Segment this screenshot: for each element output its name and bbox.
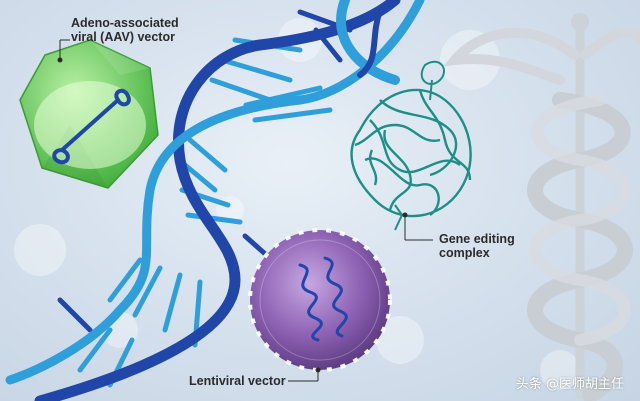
lentivirus-particle-icon (248, 228, 392, 382)
aav-label: Adeno-associated viral (AAV) vector (71, 16, 179, 44)
caduceus-icon (443, 13, 640, 401)
gene-editing-protein-icon (350, 60, 472, 231)
lentiviral-label: Lentiviral vector (189, 374, 286, 388)
aav-label-line-2: viral (AAV) vector (71, 30, 175, 44)
gene-label-line-1: Gene editing (439, 232, 515, 246)
aav-capsid-icon (19, 39, 159, 189)
watermark-text: 头条 @医师胡主任 (515, 377, 624, 392)
gene-callout-line (402, 212, 433, 241)
gene-editing-label: Gene editing complex (439, 232, 515, 260)
aav-label-line-1: Adeno-associated (71, 16, 179, 30)
dna-double-helix-icon (5, 0, 425, 401)
gene-label-line-2: complex (439, 246, 490, 260)
